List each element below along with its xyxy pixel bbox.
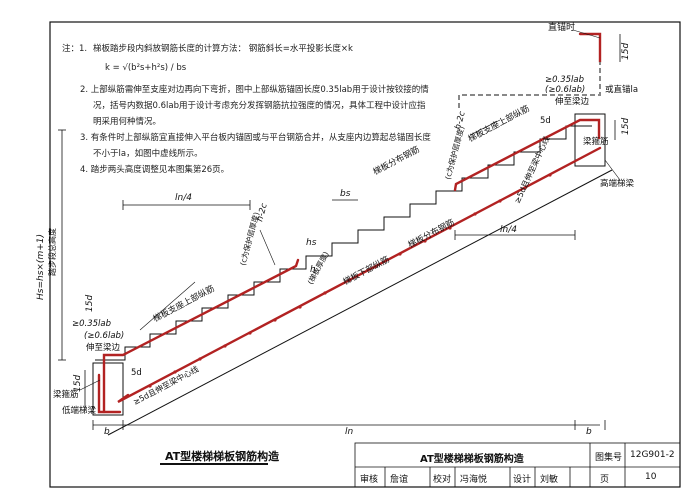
label-shen-zhi-liang-top: 伸至梁边 [555, 96, 590, 107]
label-15d-top: 15d [621, 43, 631, 60]
label-gt06lab-left: (≥0.6lab) [84, 331, 124, 341]
note-2b: 况，括号内数据0.6lab用于设计考虑充分发挥钢筋抗拉强度的情况，具体工程中设计… [93, 101, 426, 111]
note-2a: 2. 上部纵筋需伸至支座对边再向下弯折，图中上部纵筋锚固长度0.35lab用于设… [80, 85, 429, 95]
label-ti-ban-shang-bu-right: 梯板支座上部纵筋 [466, 103, 531, 145]
note-3b: 不小于la，如图中虚线所示。 [93, 149, 203, 159]
tb-designer: 刘敏 [540, 475, 559, 485]
note-1: 梯板踏步段内斜放钢筋长度的计算方法： 钢筋斜长=水平投影长度×k [93, 44, 353, 54]
tb-review-label: 审核 [360, 475, 379, 485]
left-support-top-rebar [102, 258, 300, 414]
label-b-right: b [586, 427, 592, 437]
label-bs: bs [340, 189, 351, 199]
title-block-frame [354, 442, 681, 488]
label-ti-ban-xia-bu: 梯板下部纵筋 [341, 254, 391, 288]
label-15d-right: 15d [621, 118, 631, 135]
label-h2c-left-note: (c为保护层厚度) [237, 211, 261, 267]
label-liang-gu-jin-left: 梁箍筋 [53, 389, 79, 400]
label-gt035lab-left: ≥0.35lab [72, 319, 111, 329]
note-4: 4. 踏步两头高度调整见本图集第26页。 [80, 165, 230, 175]
diagram-title-underline [160, 463, 268, 465]
bottom-longitudinal-rebar [117, 146, 602, 404]
label-15d-left-top: 15d [85, 295, 95, 312]
label-h2c-top-note: (c为保护层厚度) [442, 125, 466, 181]
tb-design-label: 设计 [513, 475, 532, 485]
low-beam-bar [97, 373, 122, 414]
stair-outline [92, 113, 613, 436]
right-support-top-rebar [453, 118, 601, 192]
label-15d-left-bot: 15d [73, 375, 83, 392]
tb-page-label: 页 [600, 475, 610, 485]
label-h-thick-note: (梯板厚度) [305, 250, 331, 286]
tb-drawing-name: AT型楼梯梯板钢筋构造 [420, 454, 524, 465]
tb-check-label: 校对 [433, 475, 452, 485]
tb-page-no: 10 [645, 472, 657, 482]
dashed-anchor-rebar [458, 62, 601, 108]
label-hs-total-sub: 踏步段总高度 [47, 228, 57, 276]
label-ln: ln [345, 427, 354, 437]
tb-checker: 冯海悦 [460, 475, 488, 485]
label-gt06lab-top: (≥0.6lab) [545, 85, 585, 95]
straight-anchor-rebar [578, 32, 602, 64]
label-di-duan-ti-liang: 低端梯梁 [62, 405, 97, 416]
label-ln4-left: ln/4 [175, 193, 192, 203]
note-2c: 明采用何种情况。 [93, 117, 162, 127]
tb-reviewer: 詹谊 [390, 475, 409, 485]
label-b-left: b [104, 427, 110, 437]
label-ti-ban-fen-bu-top: 梯板分布钢筋 [371, 144, 421, 178]
label-gt035lab-top: ≥0.35lab [545, 75, 584, 85]
note-label: 注：1. [62, 44, 88, 54]
label-hs-total: Hs=hs×(m+1) [36, 234, 46, 300]
label-huo-zhi-mao: 或直锚la [605, 84, 638, 95]
tb-atlas-no: 12G901-2 [630, 450, 675, 460]
label-liang-gu-jin-top: 梁箍筋 [583, 136, 609, 147]
distribution-bar-dots [148, 173, 552, 388]
note-1-formula: k = √(b²s+h²s) / bs [105, 63, 187, 73]
label-hs: hs [306, 238, 317, 248]
diagram-title: AT型楼梯梯板钢筋构造 [165, 450, 280, 463]
label-gao-duan-ti-liang: 高端梯梁 [600, 178, 635, 189]
label-ln4-right: ln/4 [500, 225, 517, 235]
label-h2c-top: h-2c [453, 110, 468, 131]
label-ti-ban-shang-bu-left: 梯板支座上部纵筋 [151, 283, 216, 325]
tb-atlas-label: 图集号 [595, 453, 623, 463]
leader-lines [79, 29, 621, 391]
dimension-lines [58, 34, 621, 430]
label-five-d: 5d [540, 116, 551, 126]
label-h2c-left: h-2c [255, 202, 270, 223]
label-h-thick: h [310, 265, 316, 275]
label-d5-left-a: 5d [131, 368, 142, 378]
label-ti-ban-fen-bu-mid: 梯板分布钢筋 [406, 217, 456, 251]
note-3a: 3. 有条件时上部纵筋宜直接伸入平台板内锚固或与平台钢筋合并，从支座内边算起总锚… [80, 133, 431, 143]
label-shen-zhi-liang-left: 伸至梁边 [86, 342, 121, 353]
label-zhi-mao-shi: 直锚时 [548, 21, 575, 33]
